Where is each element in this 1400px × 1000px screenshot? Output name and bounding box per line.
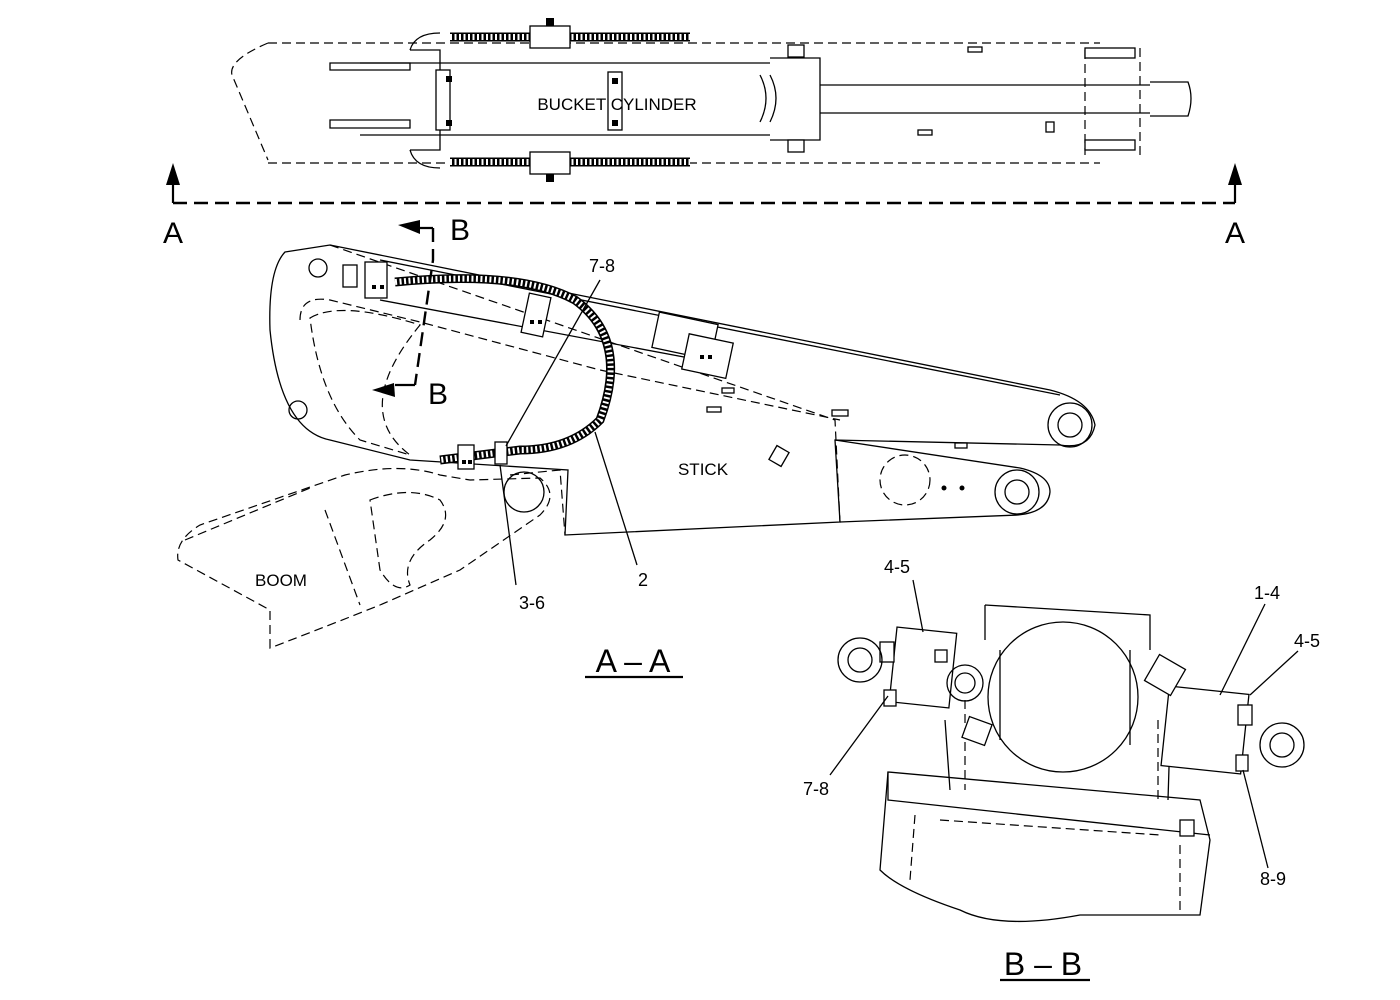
callout-hose: 2 (638, 570, 648, 590)
view-title-a-a: A – A (596, 643, 671, 679)
arrow-up-icon (166, 163, 180, 185)
section-marker-a-left: A (163, 217, 183, 250)
top-view: BUCKET CYLINDER (231, 18, 1192, 182)
callout-4-5-right: 4-5 (1294, 631, 1320, 651)
boom-label: BOOM (255, 571, 307, 590)
detail-view: 4-5 1-4 4-5 7-8 8-9 B – B (803, 557, 1320, 982)
side-view: B B 7-8 2 3-6 STICK BOOM A – A (177, 214, 1096, 679)
callout-clamp: 3-6 (519, 593, 545, 613)
view-title-b-b: B – B (1004, 946, 1082, 982)
stick-label: STICK (678, 460, 729, 479)
callout-1-4: 1-4 (1254, 583, 1280, 603)
section-marker-a-right: A (1225, 217, 1245, 250)
section-marker-b-bottom: B (428, 378, 448, 411)
callout-bolts: 7-8 (589, 256, 615, 276)
callout-8-9: 8-9 (1260, 869, 1286, 889)
section-marker-b-top: B (450, 214, 470, 247)
bucket-cylinder-label: BUCKET CYLINDER (537, 95, 696, 114)
section-line-a: A A (163, 163, 1245, 250)
arrow-up-icon (1228, 163, 1242, 185)
callout-4-5-left: 4-5 (884, 557, 910, 577)
callout-7-8-detail: 7-8 (803, 779, 829, 799)
